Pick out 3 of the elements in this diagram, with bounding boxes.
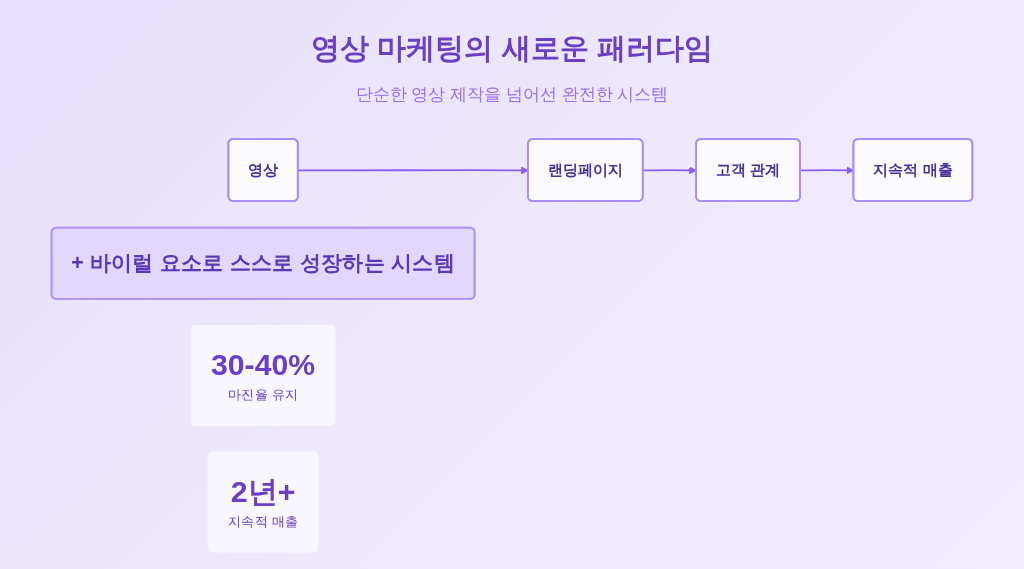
subtitle: 단순한 영상 제작을 넘어선 완전한 시스템 bbox=[355, 84, 669, 107]
arrow bbox=[642, 166, 697, 175]
title: 영상 마케팅의 새로운 패러다임 bbox=[311, 31, 713, 66]
